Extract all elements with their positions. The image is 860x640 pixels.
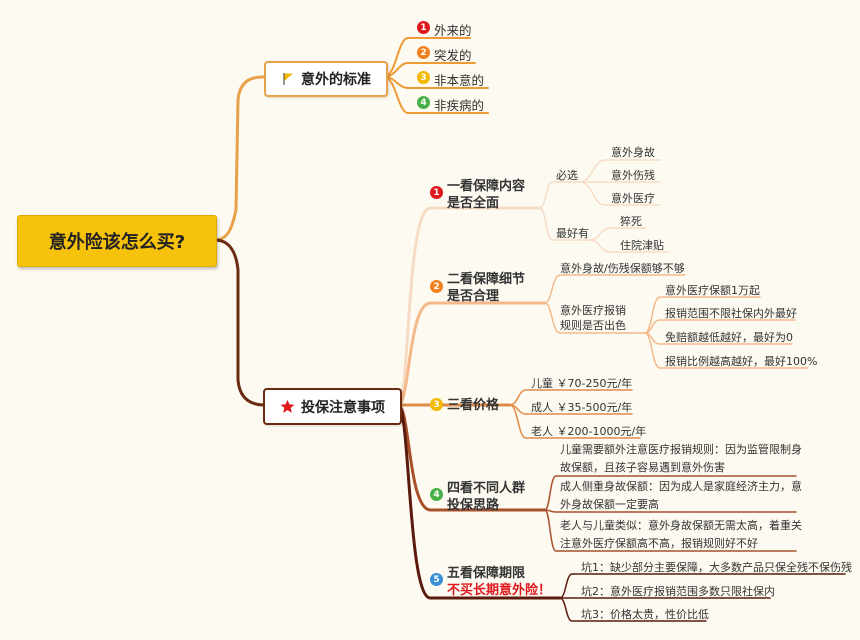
title-line: 一看保障内容 [447,179,526,194]
section-price-title: 三看价格 [447,398,500,413]
badge-3: 3 [417,71,430,84]
criteria-item: 非本意的 [434,73,485,88]
connector-s4-3 [544,509,797,552]
flag-icon [283,73,293,85]
root-node: 意外险该怎么买? [17,215,217,267]
branch-insurance-notes-label: 投保注意事项 [301,399,385,416]
detail-item: 意外医疗保额1万起 [665,284,760,297]
title-line: 是否全面 [447,196,500,211]
badge-4: 4 [430,488,443,501]
detail-item: 免赔额越低越好，最好为0 [665,331,793,344]
connector-s4-1 [544,475,797,511]
section-groups-title: 四看不同人群 投保思路 [447,480,525,514]
pitfall-item: 坑3：价格太贵，性价比低 [581,608,709,621]
group-advice-elder: 老人与儿童类似：意外身故保额无需太高，着重关 注意外医疗保额高不高，报销规则好不… [560,517,802,553]
connector-s3-3 [509,404,641,439]
group-label-required: 必选 [556,169,578,182]
coverage-item: 猝死 [620,215,642,228]
connector-s2-g [544,302,646,334]
badge-2: 2 [430,280,443,293]
detail-item: 报销范围不限社保内外最好 [665,307,797,320]
coverage-item: 意外身故 [611,146,655,159]
title-line: 是否合理 [447,289,500,304]
connector-s1-g2 [539,207,591,241]
criteria-item: 非疾病的 [434,98,485,113]
connector-s2-1 [544,274,686,304]
badge-1: 1 [417,21,430,34]
branch-accident-criteria: 意外的标准 [264,61,388,97]
badge-1: 1 [430,186,443,199]
star-icon [280,399,295,413]
connector-b2-s1 [396,206,542,407]
coverage-item: 意外医疗 [611,192,655,205]
connector-g1-1 [579,159,661,183]
connector-root-branch2 [213,238,265,407]
connector-s5-3 [559,597,707,622]
branch-insurance-notes: 投保注意事项 [263,388,402,425]
root-label: 意外险该怎么买? [48,232,186,253]
detail-group-label: 意外医疗报销 规则是否出色 [560,303,626,333]
coverage-item: 意外伤残 [611,169,655,182]
criteria-item: 外来的 [434,23,472,38]
connector-b2-s5 [396,403,562,600]
connector-s3-1 [509,389,633,406]
title-line: 四看不同人群 [447,481,526,496]
section-term-title: 五看保障期限 不买长期意外险！ [447,565,551,599]
connector-g2-2 [589,239,669,253]
label-line: 规则是否出色 [560,319,626,332]
title-line: 投保思路 [447,498,500,513]
connector-s5-1 [559,573,846,599]
price-item: 儿童 ￥70-250元/年 [531,377,633,390]
connector-g2-1 [589,227,646,241]
connector-root-branch1 [213,75,266,242]
title-line: 二看保障细节 [447,272,526,287]
group-label-optional: 最好有 [556,227,589,240]
title-line: 五看保障期限 [447,566,526,581]
detail-item: 意外身故/伤残保额够不够 [560,262,685,275]
advice-line: 儿童需要额外注意医疗报销规则：因为监管限制身 [560,443,802,456]
criteria-item: 突发的 [434,48,472,63]
advice-line: 外身故保额一定要高 [560,498,659,511]
advice-line: 故保额，且孩子容易遇到意外伤害 [560,461,725,474]
badge-2: 2 [417,46,430,59]
price-item: 老人 ￥200-1000元/年 [531,425,647,438]
section-details-title: 二看保障细节 是否合理 [447,271,525,305]
badge-3: 3 [430,398,443,411]
pitfall-item: 坑2：意外医疗报销范围多数只限社保内 [581,585,775,598]
label-line: 意外医疗报销 [560,304,626,317]
badge-5: 5 [430,573,443,586]
coverage-item: 住院津贴 [620,239,664,252]
term-warning: 不买长期意外险！ [447,583,552,598]
connector-s2g-4 [644,332,809,369]
connector-s1-g1 [539,181,581,209]
connector-g1-3 [579,181,661,206]
connector-b2-s2 [396,301,547,407]
section-coverage-title: 一看保障内容 是否全面 [447,178,525,212]
price-item: 成人 ￥35-500元/年 [531,401,633,414]
connector-s2g-2 [644,319,796,334]
badge-4: 4 [417,96,430,109]
advice-line: 老人与儿童类似：意外身故保额无需太高，着重关 [560,519,802,532]
advice-line: 成人侧重身故保额：因为成人是家庭经济主力，意 [560,480,802,493]
pitfall-item: 坑1：缺少部分主要保障，大多数产品只保全残不保伤残 [581,561,852,574]
branch-accident-criteria-label: 意外的标准 [301,72,371,88]
group-advice-child: 儿童需要额外注意医疗报销规则：因为监管限制身 故保额，且孩子容易遇到意外伤害 [560,441,802,477]
advice-line: 注意外医疗保额高不高，报销规则好不好 [560,537,758,550]
group-advice-adult: 成人侧重身故保额：因为成人是家庭经济主力，意 外身故保额一定要高 [560,478,802,514]
detail-item: 报销比例越高越好，最好100% [665,355,818,368]
